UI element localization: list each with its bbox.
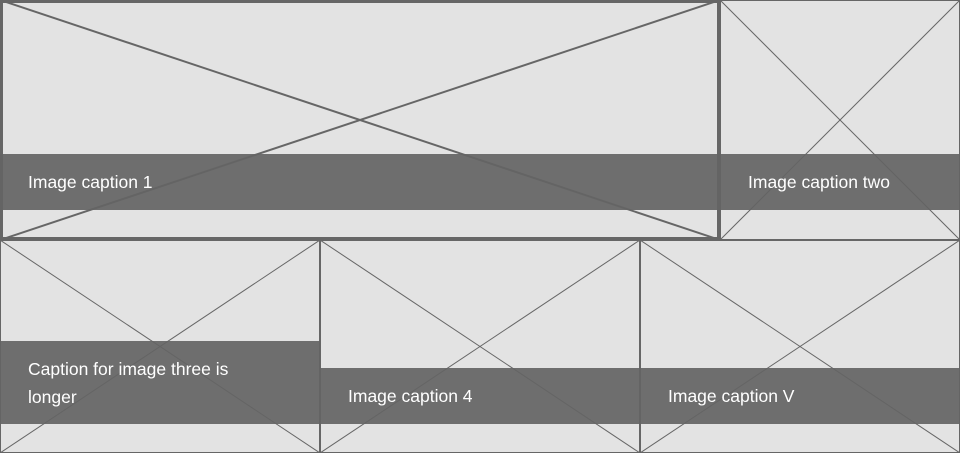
gallery-tile-1[interactable]: Image caption 1 [0, 0, 720, 240]
image-caption-text: Image caption two [748, 172, 891, 192]
gallery-tile-2[interactable]: Image caption two [720, 0, 960, 240]
image-caption: Image caption 4 [320, 368, 640, 424]
image-caption-text: Image caption 1 [28, 172, 153, 192]
image-caption-text: Image caption V [668, 386, 795, 406]
gallery-tile-5[interactable]: Image caption V [640, 240, 960, 453]
gallery-tile-4[interactable]: Image caption 4 [320, 240, 640, 453]
image-caption: Caption for image three is longer [0, 341, 320, 424]
image-caption-text: Caption for image three is longer [28, 358, 229, 407]
image-caption: Image caption two [720, 154, 960, 210]
image-caption: Image caption 1 [0, 154, 720, 210]
image-caption: Image caption V [640, 368, 960, 424]
gallery-tile-3[interactable]: Caption for image three is longer [0, 240, 320, 453]
image-caption-text: Image caption 4 [348, 386, 473, 406]
